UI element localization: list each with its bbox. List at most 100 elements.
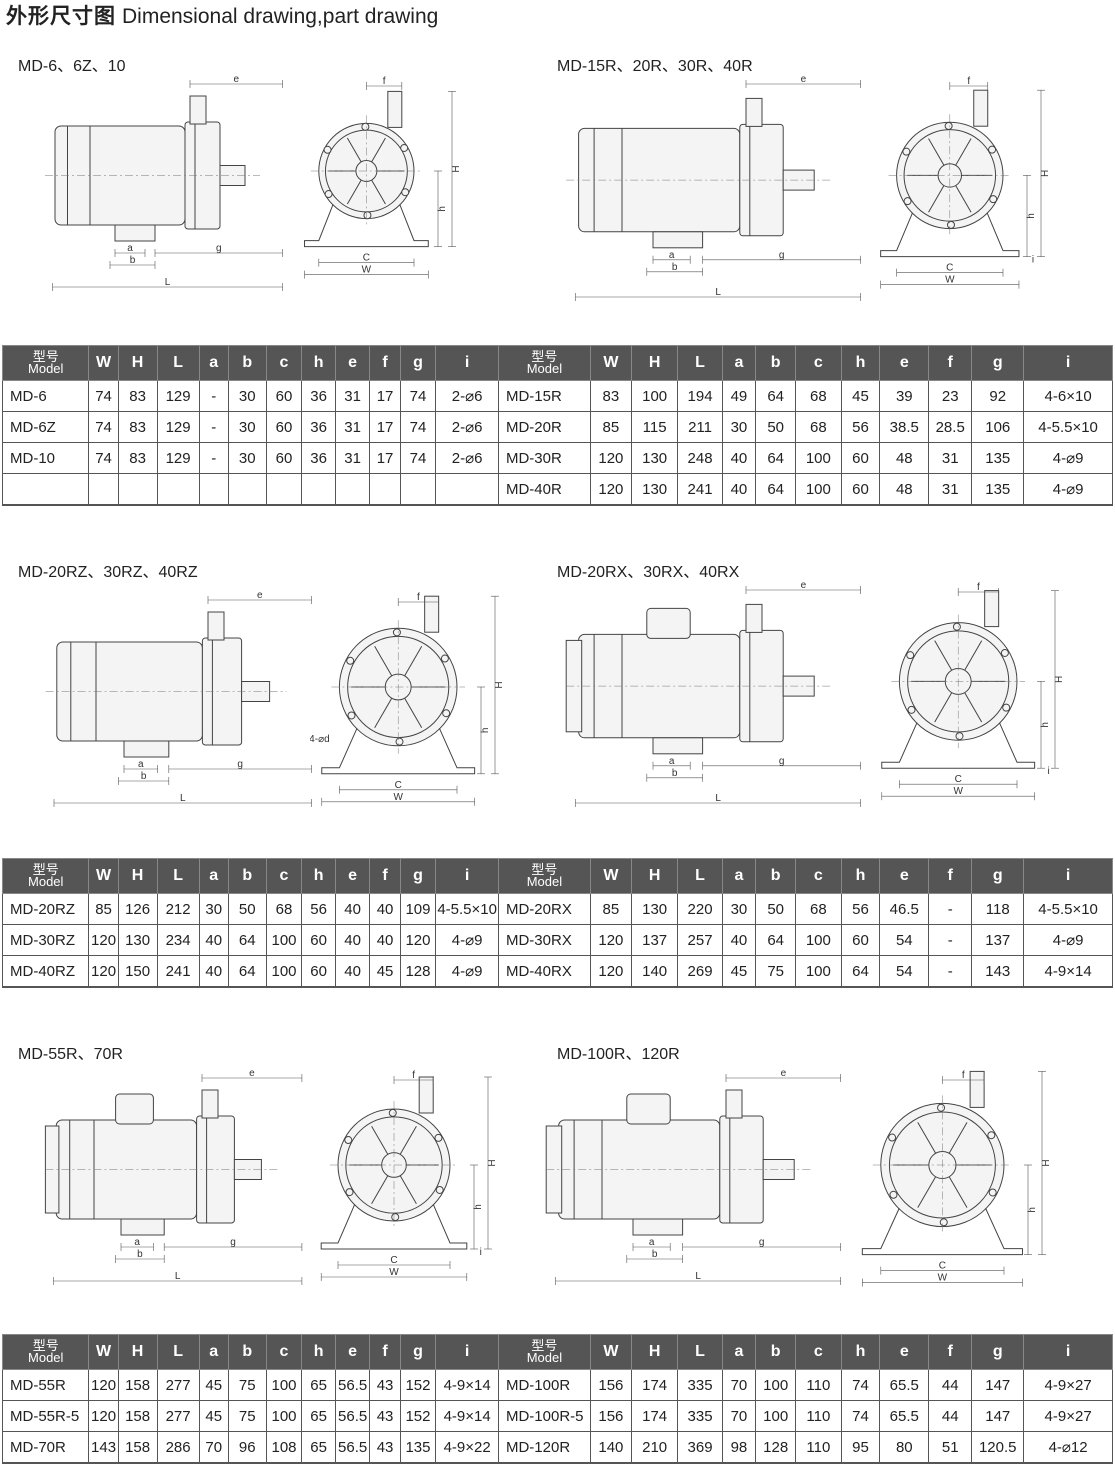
value-cell: 194 [677,380,723,412]
dim-f-label: f [412,1070,415,1081]
value-cell: 44 [928,1369,973,1401]
value-cell: 212 [156,893,200,925]
value-cell: 96 [227,1431,267,1464]
value-cell: 65.5 [879,1369,930,1401]
value-cell: 40 [369,924,401,956]
value-cell: 4-9×22 [435,1431,499,1464]
column-header-g: g [971,858,1025,894]
value-cell: 286 [156,1431,200,1464]
value-cell: 17 [369,442,401,474]
value-cell: 100 [795,442,842,474]
column-header-b: b [227,858,267,894]
dim-l-label: L [695,1271,701,1282]
value-cell: 257 [677,924,723,956]
value-cell: 56 [840,411,881,443]
dim-f-label: f [962,1070,965,1081]
value-cell: 36 [301,442,336,474]
column-header-i: i [435,858,499,894]
value-cell: 120 [88,1400,119,1432]
value-cell: 106 [971,411,1025,443]
model-header-en: Model [28,1350,64,1365]
value-cell: 48 [879,442,930,474]
value-cell: 60 [265,411,303,443]
value-cell [399,473,437,506]
dim-g-label: g [759,1237,765,1248]
value-cell: 60 [840,473,881,506]
model-header-cn: 型号 [32,349,59,364]
value-cell: 17 [369,380,401,412]
dim-g-label: g [237,759,243,770]
value-cell: 83 [117,380,158,412]
value-cell: 4-5.5×10 [1023,411,1113,443]
dim-h-small-label: h [1026,213,1037,219]
value-cell: 60 [840,924,881,956]
model-cell: MD-10 [1,442,90,474]
dim-e-label: e [781,1068,787,1079]
value-cell: 4-5.5×10 [1023,893,1113,925]
column-header-h: h [301,345,336,381]
dim-h-label: H [451,165,462,172]
column-header-h: h [840,858,881,894]
value-cell [227,473,267,506]
column-header-w: W [88,858,119,894]
dim-a-label: a [134,1237,140,1248]
value-cell: 129 [156,411,200,443]
value-cell: 220 [677,893,723,925]
dim-b-label: b [137,1249,143,1260]
column-header-f: f [369,858,401,894]
value-cell: 158 [117,1369,158,1401]
dim-c-label: C [363,253,370,264]
column-header-c: c [265,858,303,894]
dim-i-label: i [1032,255,1034,266]
column-header-h: H [117,858,158,894]
value-cell: 120 [88,924,119,956]
model-header-cn: 型号 [32,862,59,877]
value-cell: 120 [88,955,119,988]
value-cell: 51 [928,1431,973,1464]
value-cell: 4-⌀9 [1023,473,1113,506]
value-cell: 36 [301,380,336,412]
column-header-c: c [795,345,842,381]
column-header-w: W [88,1334,119,1370]
value-cell [334,473,371,506]
dim-g-label: g [779,250,785,261]
section-2-left-label: MD-20RZ、30RZ、40RZ [18,564,198,581]
column-header-g: g [399,345,437,381]
column-header-a: a [198,1334,229,1370]
value-cell: 100 [795,924,842,956]
value-cell: 31 [334,442,371,474]
value-cell: 56.5 [334,1400,371,1432]
column-header-e: e [334,858,371,894]
value-cell: 68 [265,893,303,925]
column-header-e: e [879,345,930,381]
value-cell: 31 [928,473,973,506]
model-header-cn: 型号 [32,1338,59,1353]
model-cell: MD-40R [497,473,591,506]
column-header-h: h [301,858,336,894]
model-header-en: Model [28,874,64,889]
dim-g-label: g [779,756,785,767]
dim-a-label: a [127,243,133,254]
value-cell: 241 [156,955,200,988]
value-cell: 137 [971,924,1025,956]
model-cell: MD-100R [497,1369,591,1401]
value-cell: 85 [589,411,632,443]
value-cell: 100 [795,955,842,988]
value-cell: 64 [755,924,797,956]
dim-h-label: H [487,1159,498,1166]
value-cell: - [198,442,229,474]
column-header-f: f [369,345,401,381]
